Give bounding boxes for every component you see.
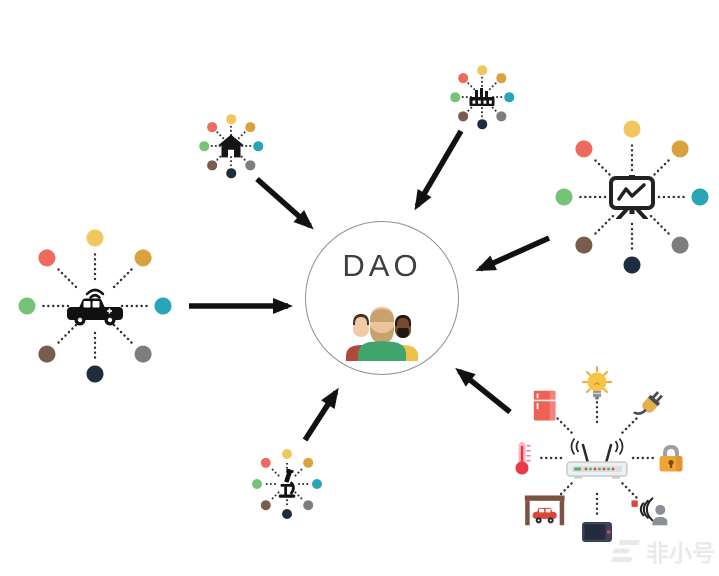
node-dot bbox=[199, 141, 209, 151]
node-dot bbox=[671, 236, 689, 254]
node-dot bbox=[252, 479, 262, 489]
car-icon bbox=[63, 284, 127, 328]
node-dot bbox=[496, 73, 506, 83]
feixiaohao-logo-icon bbox=[611, 540, 641, 562]
presentation-chart-icon bbox=[609, 175, 655, 221]
node-dot bbox=[245, 122, 255, 132]
node-dot bbox=[282, 449, 292, 459]
dotted-spokes bbox=[210, 125, 252, 167]
thermometer-icon bbox=[514, 441, 532, 475]
node-dot bbox=[207, 122, 217, 132]
cluster-research bbox=[237, 434, 337, 534]
garage-car-icon bbox=[524, 495, 565, 526]
microscope-icon bbox=[276, 468, 298, 499]
refrigerator-icon bbox=[533, 390, 556, 421]
people-group-icon bbox=[344, 301, 420, 361]
node-dot bbox=[253, 141, 263, 151]
speaking-person-icon bbox=[631, 495, 669, 526]
dotted-spokes bbox=[41, 252, 149, 360]
watermark-text: 非小号 bbox=[646, 540, 715, 566]
node-dot bbox=[154, 297, 172, 315]
dao-center-circle: DAO bbox=[305, 221, 459, 375]
node-dot bbox=[477, 119, 487, 129]
dotted-spokes bbox=[264, 461, 310, 507]
cluster-analytics bbox=[555, 120, 709, 274]
node-dot bbox=[303, 500, 314, 511]
arrow-research-to-dao bbox=[302, 387, 339, 442]
node-dot bbox=[575, 236, 593, 254]
node-dot bbox=[555, 188, 573, 206]
node-dot bbox=[226, 168, 236, 178]
node-dot bbox=[477, 65, 487, 75]
factory-icon bbox=[469, 88, 495, 106]
node-dot bbox=[496, 111, 506, 121]
dotted-spokes bbox=[578, 143, 686, 251]
node-dot bbox=[691, 188, 709, 206]
node-dot bbox=[86, 365, 104, 383]
node-dot bbox=[38, 249, 56, 267]
router-icon bbox=[564, 435, 630, 481]
node-dot bbox=[671, 140, 689, 158]
cluster-industry bbox=[432, 47, 532, 147]
node-dot bbox=[504, 92, 514, 102]
house-icon bbox=[218, 134, 244, 158]
dotted-spokes bbox=[539, 400, 655, 516]
lightbulb-icon bbox=[582, 366, 612, 402]
node-dot bbox=[134, 249, 152, 267]
node-dot bbox=[623, 120, 641, 138]
watermark: 非小号 bbox=[611, 534, 715, 568]
node-dot bbox=[245, 160, 255, 170]
dao-label: DAO bbox=[342, 248, 422, 283]
node-dot bbox=[226, 114, 236, 124]
node-dot bbox=[38, 345, 56, 363]
node-dot bbox=[282, 509, 292, 519]
node-dot bbox=[86, 229, 104, 247]
cluster-smart-home bbox=[181, 96, 281, 196]
node-dot bbox=[458, 111, 468, 121]
cluster-smart-devices bbox=[502, 363, 692, 553]
arrow-analytics-to-dao bbox=[475, 235, 551, 272]
node-dot bbox=[260, 457, 271, 468]
node-dot bbox=[575, 140, 593, 158]
node-dot bbox=[207, 160, 217, 170]
node-dot bbox=[450, 92, 460, 102]
node-dot bbox=[458, 73, 468, 83]
dotted-spokes bbox=[461, 76, 503, 118]
smartphone-icon bbox=[582, 522, 612, 542]
padlock-icon bbox=[656, 444, 686, 473]
plug-icon bbox=[632, 389, 666, 423]
cluster-connected-car bbox=[18, 229, 172, 383]
node-dot bbox=[623, 256, 641, 274]
node-dot bbox=[18, 297, 36, 315]
node-dot bbox=[303, 457, 314, 468]
node-dot bbox=[134, 345, 152, 363]
node-dot bbox=[312, 479, 322, 489]
node-dot bbox=[260, 500, 271, 511]
